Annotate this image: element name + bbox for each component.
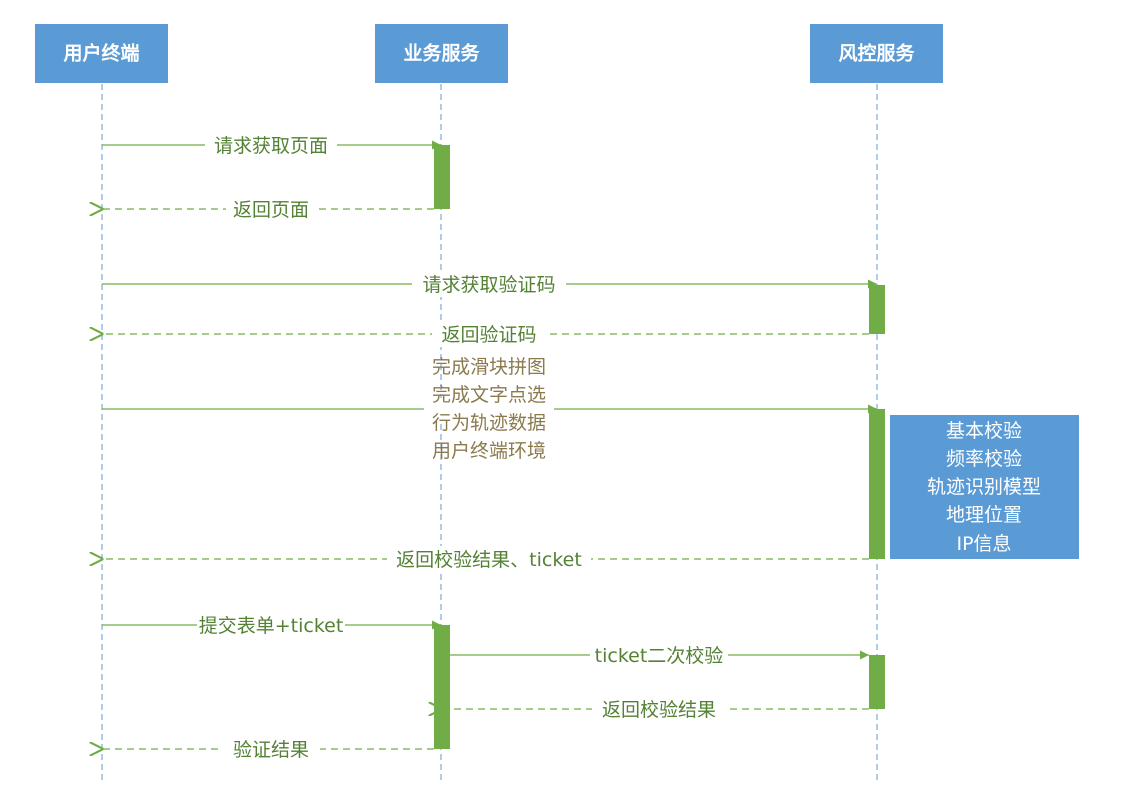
activation-biz-1 xyxy=(434,145,450,209)
message-return-page: 返回页面 xyxy=(102,196,434,222)
message-label: 请求获取页面 xyxy=(214,135,328,157)
submit-item: 用户终端环境 xyxy=(432,440,546,462)
message-verify-result: 验证结果 xyxy=(102,736,434,762)
message-ticket-recheck: ticket二次校验 xyxy=(450,642,869,668)
message-label: 返回校验结果、ticket xyxy=(396,549,582,571)
submit-item: 行为轨迹数据 xyxy=(432,412,546,434)
message-return-result-ticket: 返回校验结果、ticket xyxy=(102,546,869,572)
risk-check-item: 频率校验 xyxy=(946,448,1022,470)
message-label: 返回页面 xyxy=(233,199,309,221)
risk-check-item: 地理位置 xyxy=(946,504,1022,526)
actor-client-label: 用户终端 xyxy=(63,42,139,65)
risk-check-item: 基本校验 xyxy=(946,420,1022,442)
activation-biz-2 xyxy=(434,625,450,749)
message-label: 请求获取验证码 xyxy=(422,274,555,296)
activation-risk-2 xyxy=(869,409,885,559)
activation-risk-1 xyxy=(869,285,885,334)
submit-item: 完成滑块拼图 xyxy=(432,356,546,378)
message-return-captcha: 返回验证码 xyxy=(102,321,869,347)
message-return-check-result: 返回校验结果 xyxy=(441,696,869,722)
message-submit-form: 提交表单+ticket xyxy=(102,612,441,638)
actor-biz: 业务服务 xyxy=(375,24,508,83)
actor-risk: 风控服务 xyxy=(810,24,943,83)
actor-risk-label: 风控服务 xyxy=(838,42,915,65)
message-label: 验证结果 xyxy=(233,739,309,761)
risk-check-item: IP信息 xyxy=(956,533,1011,555)
activation-risk-3 xyxy=(869,655,885,709)
actor-biz-label: 业务服务 xyxy=(403,42,480,65)
message-label: 返回验证码 xyxy=(441,324,536,346)
message-label: 返回校验结果 xyxy=(602,699,716,721)
message-label: 提交表单+ticket xyxy=(199,615,344,637)
message-request-page: 请求获取页面 xyxy=(102,132,441,158)
message-request-captcha: 请求获取验证码 xyxy=(102,271,877,297)
message-label: ticket二次校验 xyxy=(595,645,724,667)
risk-check-item: 轨迹识别模型 xyxy=(927,476,1041,498)
actor-client: 用户终端 xyxy=(35,24,168,83)
risk-checks-note: 基本校验 频率校验 轨迹识别模型 地理位置 IP信息 xyxy=(890,415,1079,559)
submit-item: 完成文字点选 xyxy=(432,384,546,406)
message-submit-verification: 完成滑块拼图 完成文字点选 行为轨迹数据 用户终端环境 xyxy=(102,356,877,462)
